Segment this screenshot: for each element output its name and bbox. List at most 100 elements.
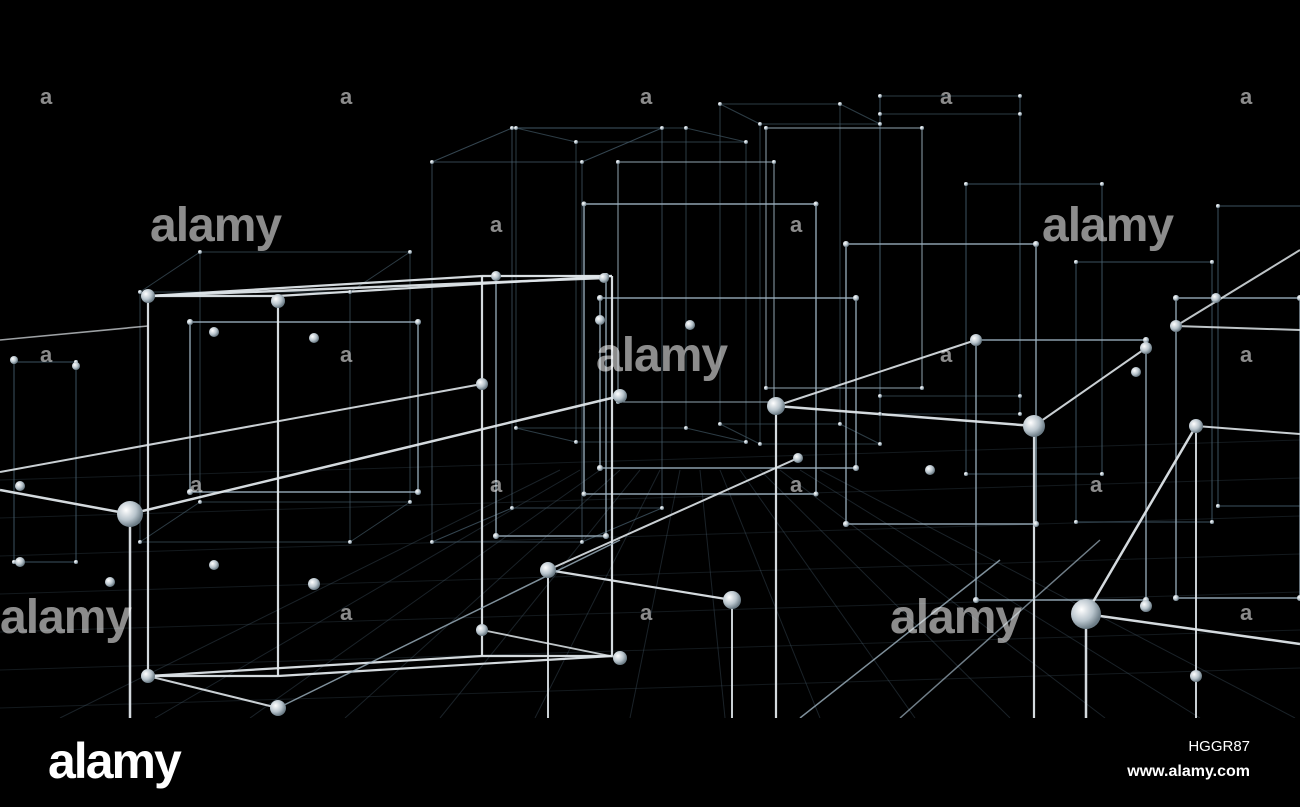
wire-line — [349, 251, 411, 293]
joint-sphere — [348, 290, 352, 294]
wire-line — [349, 501, 411, 543]
wire-line — [759, 469, 1011, 718]
wire-line — [0, 383, 483, 473]
joint-sphere — [476, 378, 488, 390]
joint-sphere — [187, 489, 193, 495]
joint-sphere — [793, 453, 803, 463]
joint-sphere — [1018, 394, 1022, 398]
wire-line — [1085, 612, 1300, 646]
joint-sphere — [597, 465, 603, 471]
joint-sphere — [574, 140, 578, 144]
wire-line — [699, 469, 726, 718]
joint-sphere — [838, 102, 842, 106]
midground-wireframe — [189, 127, 1300, 601]
wire-line — [139, 251, 201, 293]
foreground-wireframe — [0, 249, 1300, 718]
wire-line — [629, 469, 681, 718]
wire-line — [147, 654, 483, 678]
joint-sphere — [198, 500, 202, 504]
joint-sphere — [308, 578, 320, 590]
joint-sphere — [603, 533, 609, 539]
joint-sphere — [514, 426, 518, 430]
wire-line — [685, 127, 747, 143]
joint-sphere — [493, 533, 499, 539]
background-wireframe — [0, 95, 1300, 718]
joint-sphere — [925, 465, 935, 475]
joint-sphere — [878, 412, 882, 416]
joint-sphere — [813, 201, 819, 207]
joint-sphere — [772, 160, 776, 164]
joint-sphere — [920, 386, 924, 390]
joint-sphere — [105, 577, 115, 587]
joint-sphere — [1100, 182, 1104, 186]
wire-line — [1175, 325, 1300, 331]
joint-sphere — [540, 562, 556, 578]
wire-line — [839, 423, 881, 445]
joint-sphere — [1170, 320, 1182, 332]
joint-sphere — [878, 394, 882, 398]
joint-sphere — [510, 126, 514, 130]
joint-sphere — [15, 481, 25, 491]
joint-sphere — [758, 122, 762, 126]
joint-sphere — [430, 540, 434, 544]
alamy-logo: alamy — [48, 733, 182, 789]
wire-line — [515, 127, 577, 143]
joint-sphere — [430, 160, 434, 164]
joint-sphere — [1071, 599, 1101, 629]
joint-sphere — [15, 557, 25, 567]
wire-line — [775, 339, 977, 407]
joint-sphere — [723, 591, 741, 609]
wire-line — [1175, 249, 1300, 327]
wire-line — [547, 568, 733, 602]
joint-sphere — [685, 320, 695, 330]
wire-line — [839, 103, 881, 125]
wire-line — [481, 629, 621, 659]
joint-sphere — [878, 94, 882, 98]
joint-sphere — [843, 521, 849, 527]
wireframe-city-image: alamy alamy alamy alamy alamy a a a a a … — [0, 84, 1300, 718]
wire-line — [0, 629, 1300, 671]
wire-line — [0, 488, 131, 516]
stock-footer-bar: alamy HGGR87 www.alamy.com — [0, 718, 1300, 807]
site-url: www.alamy.com — [1127, 763, 1250, 780]
wire-line — [147, 675, 279, 709]
joint-sphere — [878, 442, 882, 446]
wire-line — [249, 469, 601, 718]
joint-sphere — [141, 669, 155, 683]
joint-sphere — [660, 126, 664, 130]
joint-sphere — [1173, 595, 1179, 601]
joint-sphere — [271, 294, 285, 308]
joint-sphere — [764, 126, 768, 130]
joint-sphere — [813, 491, 819, 497]
image-id: HGGR87 — [1188, 738, 1250, 755]
joint-sphere — [117, 501, 143, 527]
wire-line — [431, 507, 513, 543]
joint-sphere — [72, 362, 80, 370]
wire-line — [779, 469, 1106, 718]
joint-sphere — [1033, 521, 1039, 527]
wire-line — [439, 469, 641, 718]
wire-line — [154, 469, 581, 718]
joint-sphere — [878, 122, 882, 126]
joint-sphere — [141, 289, 155, 303]
joint-sphere — [843, 241, 849, 247]
joint-sphere — [510, 506, 514, 510]
joint-sphere — [309, 333, 319, 343]
joint-sphere — [514, 126, 518, 130]
joint-sphere — [616, 160, 620, 164]
joint-sphere — [920, 126, 924, 130]
wire-line — [1033, 347, 1147, 427]
joint-sphere — [580, 540, 584, 544]
joint-sphere — [684, 426, 688, 430]
wire-line — [775, 404, 1035, 428]
joint-sphere — [595, 315, 605, 325]
joint-sphere — [1018, 112, 1022, 116]
joint-sphere — [1216, 504, 1220, 508]
joint-sphere — [1131, 367, 1141, 377]
joint-sphere — [878, 112, 882, 116]
wire-line — [0, 477, 1300, 519]
joint-sphere — [1023, 415, 1045, 437]
joint-sphere — [853, 465, 859, 471]
joint-sphere — [684, 126, 688, 130]
joint-sphere — [12, 560, 16, 564]
